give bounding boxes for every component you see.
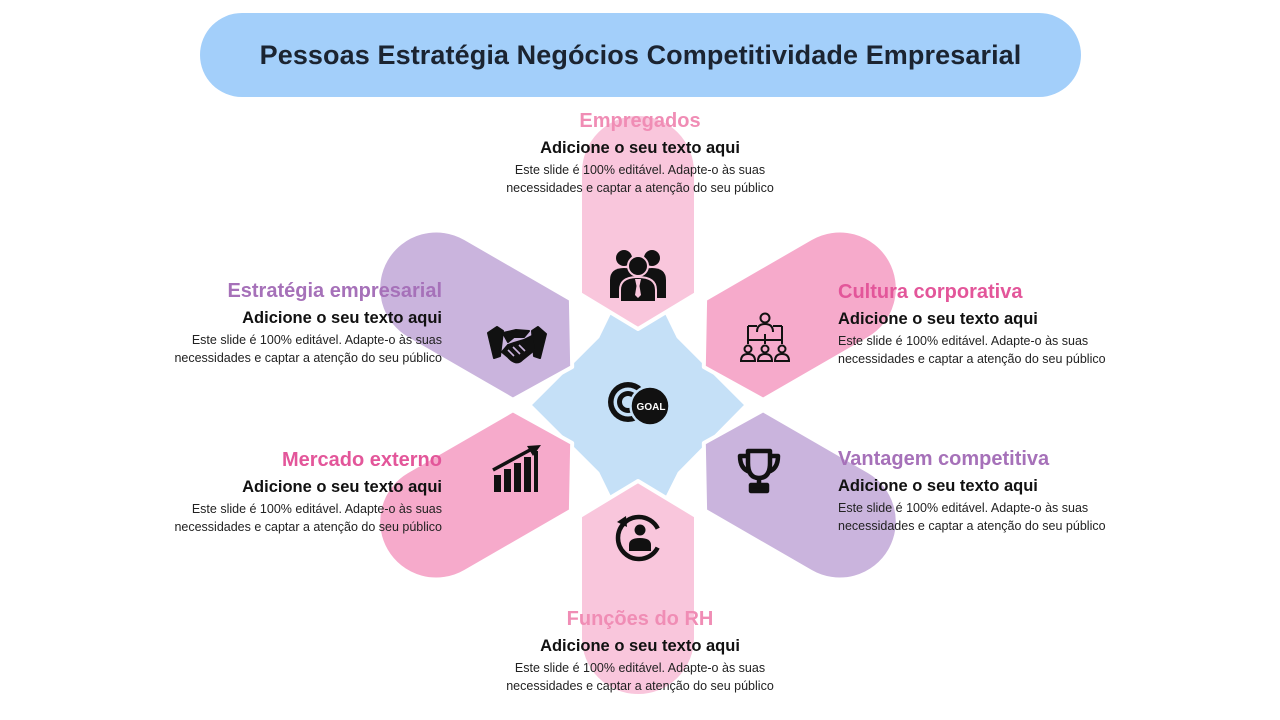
- section-heading: Estratégia empresarial: [227, 280, 442, 302]
- section-empregados: Empregados Adicione o seu texto aqui Est…: [440, 110, 840, 197]
- section-body: Este slide é 100% editável. Adapte-o às …: [838, 332, 1168, 368]
- goal-badge-text: GOAL: [637, 402, 666, 413]
- body-line: necessidades e captar a atenção do seu p…: [838, 519, 1106, 533]
- section-heading: Mercado externo: [281, 449, 442, 471]
- body-line: Este slide é 100% editável. Adapte-o às …: [838, 334, 1089, 348]
- section-subheading: Adicione o seu texto aqui: [838, 310, 1038, 328]
- section-estrategia: Estratégia empresarial Adicione o seu te…: [112, 280, 442, 367]
- page-title: Pessoas Estratégia Negócios Competitivid…: [259, 39, 1022, 70]
- body-line: necessidades e captar a atenção do seu p…: [506, 181, 774, 195]
- body-line: Este slide é 100% editável. Adapte-o às …: [191, 333, 442, 347]
- business-team-icon: [610, 250, 666, 303]
- section-mercado: Mercado externo Adicione o seu texto aqu…: [112, 449, 442, 536]
- trophy-icon: [737, 448, 781, 494]
- section-body: Este slide é 100% editável. Adapte-o às …: [440, 161, 840, 197]
- org-chart-icon: [739, 312, 791, 362]
- section-heading: Cultura corporativa: [838, 281, 1023, 303]
- section-subheading: Adicione o seu texto aqui: [242, 309, 442, 327]
- body-line: necessidades e captar a atenção do seu p…: [838, 352, 1106, 366]
- section-subheading: Adicione o seu texto aqui: [242, 478, 442, 496]
- section-body: Este slide é 100% editável. Adapte-o às …: [838, 499, 1168, 535]
- section-body: Este slide é 100% editável. Adapte-o às …: [112, 500, 442, 536]
- hr-cycle-icon: [615, 514, 663, 562]
- section-subheading: Adicione o seu texto aqui: [540, 139, 740, 157]
- growth-chart-icon: [492, 445, 541, 492]
- section-vantagem: Vantagem competitiva Adicione o seu text…: [838, 448, 1168, 535]
- section-subheading: Adicione o seu texto aqui: [540, 637, 740, 655]
- section-funcoes: Funções do RH Adicione o seu texto aqui …: [440, 608, 840, 695]
- body-line: Este slide é 100% editável. Adapte-o às …: [514, 661, 766, 675]
- handshake-icon: [487, 326, 547, 364]
- section-subheading: Adicione o seu texto aqui: [838, 477, 1038, 495]
- body-line: necessidades e captar a atenção do seu p…: [174, 351, 442, 365]
- section-heading: Funções do RH: [566, 608, 714, 630]
- body-line: necessidades e captar a atenção do seu p…: [506, 679, 774, 693]
- section-heading: Empregados: [579, 110, 701, 132]
- section-body: Este slide é 100% editável. Adapte-o às …: [440, 659, 840, 695]
- body-line: necessidades e captar a atenção do seu p…: [174, 520, 442, 534]
- body-line: Este slide é 100% editável. Adapte-o às …: [514, 163, 766, 177]
- title-banner: Pessoas Estratégia Negócios Competitivid…: [200, 13, 1081, 97]
- body-line: Este slide é 100% editável. Adapte-o às …: [191, 502, 442, 516]
- body-line: Este slide é 100% editável. Adapte-o às …: [838, 501, 1089, 515]
- section-body: Este slide é 100% editável. Adapte-o às …: [112, 331, 442, 367]
- goal-icon: GOAL: [608, 382, 671, 427]
- section-cultura: Cultura corporativa Adicione o seu texto…: [838, 281, 1168, 368]
- section-heading: Vantagem competitiva: [838, 448, 1050, 470]
